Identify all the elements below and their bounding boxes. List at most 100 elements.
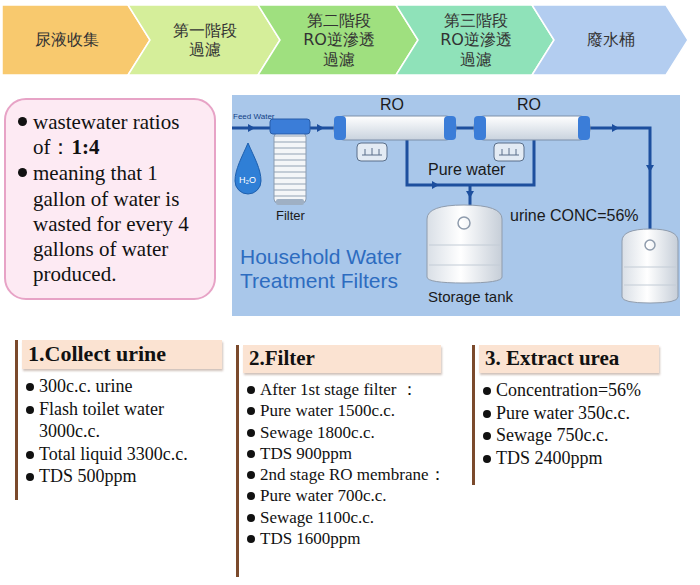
bullet-dot (247, 471, 255, 479)
chevron-label-area: 廢水桶 (532, 5, 688, 75)
bullet-item: Pure water 1500c.c. (245, 400, 463, 421)
bullet-dot (26, 383, 34, 391)
bullet-dot (18, 168, 27, 177)
step-label: 尿液收集 (35, 30, 99, 49)
bullet-dot (483, 410, 491, 418)
bullet-dot (26, 451, 34, 459)
panel-title: Household Water Treatment Filters (240, 245, 430, 293)
illustration-label: H₂O (239, 175, 256, 185)
bullet-dot (247, 535, 255, 543)
illustration-label: urine CONC=56% (510, 207, 639, 225)
ro-gauge (357, 143, 387, 161)
flow-arrow (432, 181, 439, 189)
bullet-dot (483, 455, 491, 463)
tank-body (622, 229, 678, 303)
ro-cap (474, 116, 486, 140)
tank-gauge (458, 217, 470, 229)
bullet-text: TDS 900ppm (260, 443, 352, 464)
gauge-ticks (499, 148, 519, 155)
illustration-label: Pure water (428, 161, 505, 179)
bullet-dot (247, 407, 255, 415)
process-chevron: 第三階段 RO逆滲透 過濾 (396, 5, 554, 75)
bullet-text: TDS 1600ppm (260, 528, 361, 549)
bullet-text: Sewage 1800c.c. (260, 422, 375, 443)
step-column: 1.Collect urine300c.c. urineFlash toilet… (15, 340, 227, 500)
bullet-item: TDS 900ppm (245, 443, 463, 464)
bullet-item: 300c.c. urine (24, 375, 220, 398)
tank-body (427, 205, 502, 283)
bullet-item: Sewage 750c.c. (481, 424, 677, 447)
process-chevron: 廢水桶 (532, 5, 688, 75)
bullet-text: Concentration=56% (496, 379, 641, 402)
ro-cap (444, 116, 456, 140)
illustration-panel: Household Water Treatment FiltersROROFee… (232, 95, 680, 316)
gauge-ticks (362, 148, 382, 155)
note-text: wastewater ratios of： (33, 110, 179, 159)
process-chevron: 第二階段 RO逆滲透 過濾 (258, 5, 418, 75)
bullet-item: TDS 2400ppm (481, 447, 677, 470)
process-chevron: 尿液收集 (2, 5, 150, 75)
chevron-outline (396, 5, 554, 75)
bullet-text: Sewage 750c.c. (496, 424, 608, 447)
process-chevron: 第一階段 過濾 (128, 5, 280, 75)
bullet-dot (247, 492, 255, 500)
bullet-text: After 1st stage filter ： (260, 379, 418, 400)
illustration-label: Filter (276, 208, 305, 223)
step-label: 第二階段 RO逆滲透 過濾 (295, 11, 383, 69)
bullet-dot (483, 387, 491, 395)
bullet-dot (247, 386, 255, 394)
flow-arrow (248, 124, 255, 132)
ro-membrane (474, 116, 590, 161)
filter-base (276, 199, 304, 205)
flow-arrow (466, 191, 474, 198)
filter-cap (270, 119, 310, 134)
bullet-dot (247, 450, 255, 458)
filter-body (274, 133, 306, 203)
bullet-item: Sewage 1800c.c. (245, 422, 463, 443)
step-label: 第一階段 過濾 (161, 21, 249, 59)
bullet-body: meaning that 1 gallon of water is wasted… (33, 161, 204, 287)
bullet-item: Total liquid 3300c.c. (24, 443, 220, 466)
note-box: wastewater ratios of：1:4meaning that 1 g… (4, 98, 216, 300)
bullet-item: Flash toilet water 3000c.c. (24, 398, 220, 443)
bullet-item: 2nd stage RO membrane： (245, 464, 463, 485)
bullet-text: Pure water 1500c.c. (260, 400, 395, 421)
bullet-text: 300c.c. urine (39, 375, 132, 398)
chevron-label-area: 第二階段 RO逆滲透 過濾 (258, 5, 418, 75)
step-label: 第三階段 RO逆滲透 過濾 (432, 11, 520, 69)
chevron-outline (258, 5, 418, 75)
chevron-label-area: 第三階段 RO逆滲透 過濾 (396, 5, 554, 75)
flow-arrow (317, 124, 324, 132)
bullet-item: Pure water 700c.c. (245, 485, 463, 506)
bullet-dot (18, 117, 27, 126)
bullet-dot (26, 473, 34, 481)
flow-arrow (612, 124, 619, 132)
ro-cap (334, 116, 346, 140)
chevron-outline (2, 5, 150, 75)
ro-housing (334, 116, 456, 140)
bullet-text: Pure water 350c.c. (496, 402, 630, 425)
step-column: 2.FilterAfter 1st stage filter ：Pure wat… (236, 345, 470, 577)
bullet-item: meaning that 1 gallon of water is wasted… (16, 161, 204, 287)
note-text: meaning that 1 gallon of water is wasted… (33, 161, 189, 286)
illustration-label: Feed Water (233, 112, 275, 121)
tank-ribs (429, 245, 500, 265)
illustration-label: RO (517, 96, 541, 114)
bullet-dot (247, 514, 255, 522)
bullet-item: TDS 500ppm (24, 465, 220, 488)
flow-arrow (646, 165, 654, 172)
bullet-text: TDS 2400ppm (496, 447, 603, 470)
water-drop (235, 143, 261, 194)
illustration-label: Storage tank (428, 288, 513, 305)
bullet-item: Pure water 350c.c. (481, 402, 677, 425)
chevron-outline (532, 5, 688, 75)
bullet-text: 2nd stage RO membrane： (260, 464, 446, 485)
ro-gauge (494, 143, 524, 161)
ro-housing (474, 116, 590, 140)
bullet-text: Pure water 700c.c. (260, 485, 387, 506)
ro-membrane (334, 116, 456, 161)
bullet-text: Flash toilet water 3000c.c. (39, 398, 211, 443)
filter-cartridge (270, 119, 310, 205)
